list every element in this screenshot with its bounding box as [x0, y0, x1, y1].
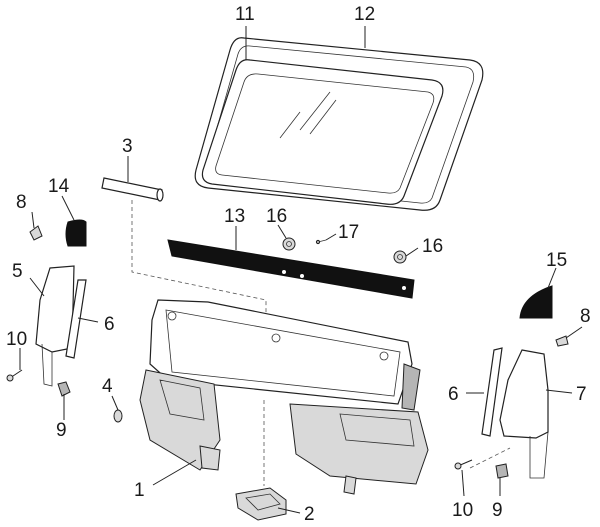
- part-9-retainer-right: [495, 463, 509, 479]
- part-8-clip-right: [555, 335, 569, 347]
- part-17-pin-head: [315, 239, 321, 245]
- part-7-right-panel: [499, 349, 549, 479]
- part-4-grommet: [113, 409, 123, 423]
- callout-6-left: 6: [104, 314, 115, 335]
- part-1-body-panel: [139, 299, 429, 495]
- callout-11: 11: [235, 4, 255, 25]
- part-9-retainer-left: [57, 381, 71, 397]
- part-13-seal-strip: [167, 239, 415, 299]
- callout-13: 13: [224, 206, 245, 227]
- part-16-nut-a-hole: [286, 241, 292, 247]
- callout-3: 3: [122, 136, 133, 157]
- part-11-glass: [201, 59, 444, 205]
- callout-10-right: 10: [452, 500, 473, 521]
- part-16-nut-b: [393, 250, 407, 264]
- callout-16-left: 16: [266, 206, 287, 227]
- callout-17: 17: [338, 222, 359, 243]
- part-10-screw-left: [6, 369, 23, 382]
- part-10-screw-right: [454, 459, 473, 470]
- callout-4: 4: [102, 376, 113, 397]
- guide-line-10: [469, 447, 511, 469]
- callout-9-left: 9: [56, 420, 67, 441]
- part-14-pad: [65, 219, 87, 247]
- leader-lines: [19, 26, 583, 514]
- part-2-bracket: [235, 487, 287, 521]
- part-8-clip-left: [29, 225, 43, 241]
- callout-5: 5: [12, 261, 23, 282]
- callout-1: 1: [134, 480, 145, 501]
- callout-12: 12: [354, 4, 375, 25]
- part-16-nut-b-hole: [397, 254, 403, 260]
- callout-8-left: 8: [16, 192, 27, 213]
- callout-14: 14: [48, 176, 70, 197]
- callout-16-right: 16: [422, 236, 443, 257]
- part-16-nut-a: [282, 237, 296, 251]
- callout-10-left: 10: [6, 329, 27, 350]
- part-6-left-strip: [65, 279, 87, 359]
- callout-8-right: 8: [580, 306, 591, 327]
- callout-2: 2: [304, 504, 315, 525]
- callout-9-right: 9: [492, 500, 503, 521]
- part-3-trim-strip: [101, 177, 164, 202]
- callout-6-right: 6: [448, 384, 459, 405]
- callout-7: 7: [576, 384, 587, 405]
- part-6-right-strip: [481, 347, 503, 437]
- callout-15: 15: [546, 250, 567, 271]
- part-5-left-panel: [35, 265, 75, 387]
- part-15-pad: [519, 285, 553, 319]
